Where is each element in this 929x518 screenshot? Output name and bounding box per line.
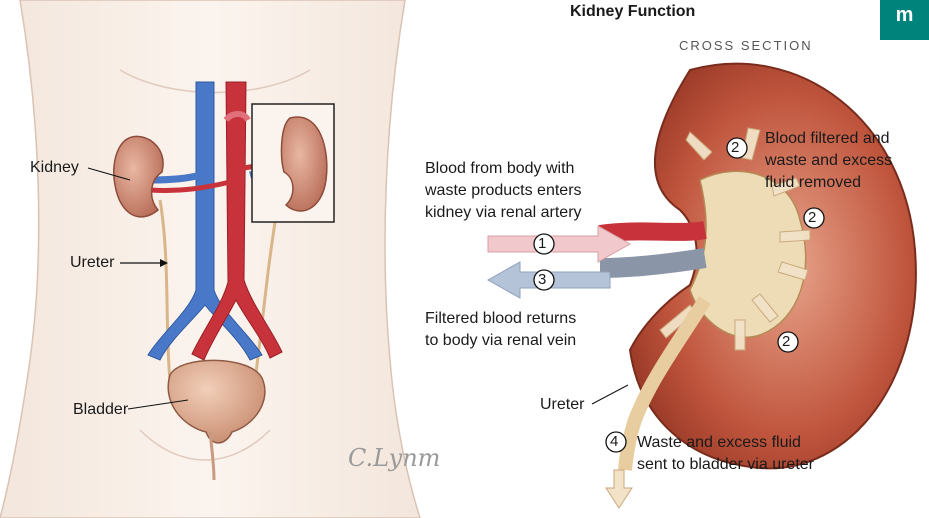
bladder-label: Bladder bbox=[73, 400, 128, 420]
ureter-right-leader bbox=[592, 385, 628, 404]
renal-artery bbox=[600, 230, 705, 234]
step-2-number-b: 2 bbox=[808, 208, 816, 228]
step-1-number: 1 bbox=[538, 234, 546, 254]
step-2-number-a: 2 bbox=[731, 138, 739, 158]
step-3-text: Filtered blood returns to body via renal… bbox=[425, 308, 576, 352]
diagram-title: Kidney Function bbox=[570, 2, 695, 22]
diagram-subtitle: CROSS SECTION bbox=[679, 36, 813, 56]
ureter-left-label: Ureter bbox=[70, 253, 114, 273]
ureter-right-label: Ureter bbox=[540, 395, 584, 415]
ureter-outflow-arrow bbox=[606, 470, 632, 508]
brand-logo: m bbox=[880, 0, 929, 40]
step-4-number: 4 bbox=[610, 432, 618, 452]
step-4-text: Waste and excess fluid sent to bladder v… bbox=[637, 432, 814, 476]
step-1-text: Blood from body with waste products ente… bbox=[425, 158, 582, 224]
renal-pelvis bbox=[690, 171, 806, 337]
artist-signature: C.Lynm bbox=[348, 448, 440, 468]
step-3-number: 3 bbox=[538, 270, 546, 290]
kidney-label: Kidney bbox=[30, 158, 79, 178]
renal-vein bbox=[600, 258, 705, 268]
step-2-number-c: 2 bbox=[782, 332, 790, 352]
step-2-text: Blood filtered and waste and excess flui… bbox=[765, 128, 892, 194]
